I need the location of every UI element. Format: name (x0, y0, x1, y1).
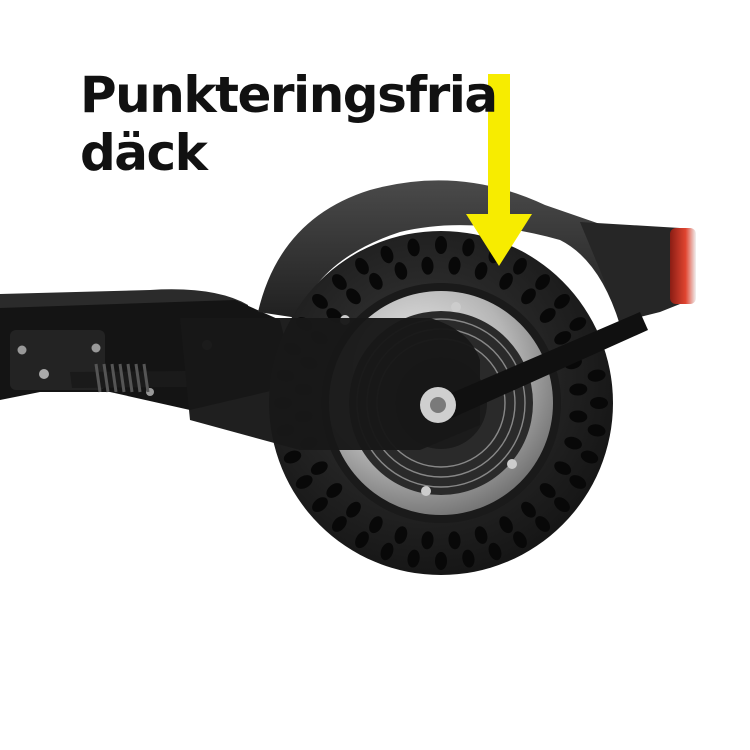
tire-hole (554, 497, 570, 512)
tire-hole (421, 256, 434, 275)
tire-hole (521, 501, 536, 518)
tire-hole (380, 245, 394, 264)
tire-hole (554, 294, 570, 309)
tire-hole (539, 483, 556, 498)
tire-hole (326, 483, 343, 498)
tire-hole (310, 461, 328, 475)
tire-hole (355, 531, 369, 549)
tire-hole (587, 424, 606, 437)
rim-bolt (421, 486, 431, 496)
frame-bolt (91, 343, 101, 353)
frame-bolt (17, 345, 27, 355)
arrow-down-icon (466, 74, 532, 266)
taillight-housing (580, 222, 696, 322)
tire-hole (474, 526, 488, 544)
tire-hole (535, 274, 550, 290)
tire-hole (380, 542, 394, 561)
tire-hole (521, 288, 536, 305)
kickstand-spring (94, 363, 150, 393)
tire-hole (407, 549, 420, 568)
tire-hole (569, 410, 588, 423)
tire-hole (312, 497, 328, 512)
tire-hole (554, 331, 572, 345)
tire-hole (435, 236, 447, 254)
rim-bolt (451, 302, 461, 312)
tire-hole (394, 526, 408, 544)
tire-hole (462, 549, 475, 568)
swing-arm (180, 318, 480, 450)
tire-hole (283, 450, 302, 464)
tire-hole (513, 531, 527, 549)
tire-hole (539, 308, 556, 323)
tire-hole (554, 461, 572, 475)
tire-hole (448, 531, 461, 550)
tire-hole (569, 383, 588, 396)
tire-hole (564, 436, 582, 450)
tire-hole (569, 317, 587, 331)
tire-hole (513, 257, 527, 275)
frame-bolt (39, 369, 49, 379)
tire-hole (312, 294, 328, 309)
swing-arm-strut (440, 312, 648, 418)
tire-hole (332, 274, 347, 290)
tire-hole (499, 516, 513, 534)
tire-hole (462, 238, 475, 257)
tire-hole (499, 272, 513, 290)
tire-hole (346, 501, 361, 518)
tire-hole (488, 542, 502, 561)
tire-hole (435, 552, 447, 570)
tire-hole (355, 257, 369, 275)
tire-hole (590, 397, 608, 409)
tire-hole (580, 450, 599, 464)
tire-hole (448, 256, 461, 275)
headline-line-2: däck (80, 124, 208, 182)
axle-nut-center (430, 397, 446, 413)
tire-hole (332, 516, 347, 532)
tire-hole (421, 531, 434, 550)
headline-line-1: Punkteringsfria (80, 66, 498, 124)
headline: Punkteringsfria däck (80, 66, 498, 182)
tire-hole (369, 516, 383, 534)
tire-hole (474, 262, 488, 280)
rear-fender (258, 180, 640, 325)
taillight (670, 228, 696, 304)
tire-hole (407, 238, 420, 257)
rim-bolt (507, 459, 517, 469)
tire-hole (535, 516, 550, 532)
tire-hole (346, 288, 361, 305)
tire-hole (587, 369, 606, 382)
tire-hole (569, 475, 587, 489)
tire-hole (295, 475, 313, 489)
tire-hole (369, 272, 383, 290)
tire-hole (394, 262, 408, 280)
